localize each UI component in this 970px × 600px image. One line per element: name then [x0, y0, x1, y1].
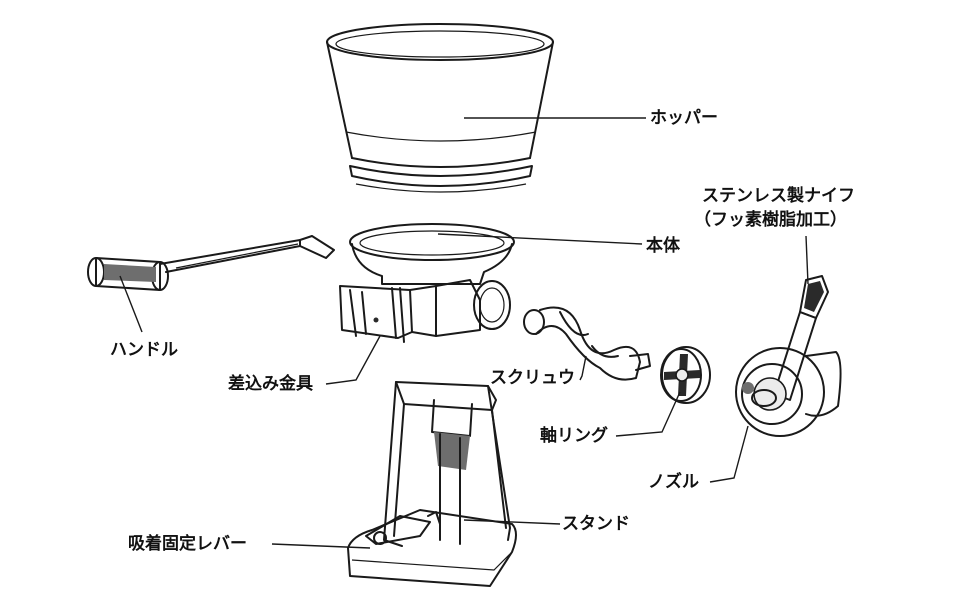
stand-label: スタンド [562, 514, 630, 534]
body-part [339, 223, 515, 343]
insert-fitting-label: 差込み金具 [228, 374, 313, 394]
hopper-part [326, 23, 554, 193]
shaft-ring-label: 軸リング [540, 426, 608, 446]
suction-lever-label: 吸着固定レバー [128, 534, 247, 554]
screw-part [523, 306, 651, 381]
knife-label-line2: （フッ素樹脂加工） [694, 210, 847, 230]
hopper-label: ホッパー [650, 108, 718, 128]
body-label: 本体 [646, 236, 680, 256]
knife-and-nozzle-part [735, 275, 842, 437]
leader-lines [119, 117, 809, 549]
nozzle-label: ノズル [648, 472, 699, 492]
shaft-ring-part [660, 346, 711, 404]
knife-label-line1: ステンレス製ナイフ [702, 186, 855, 206]
stand-part [347, 381, 517, 587]
handle-part [87, 235, 335, 291]
screw-label: スクリュウ [490, 368, 575, 388]
handle-label: ハンドル [110, 340, 178, 360]
